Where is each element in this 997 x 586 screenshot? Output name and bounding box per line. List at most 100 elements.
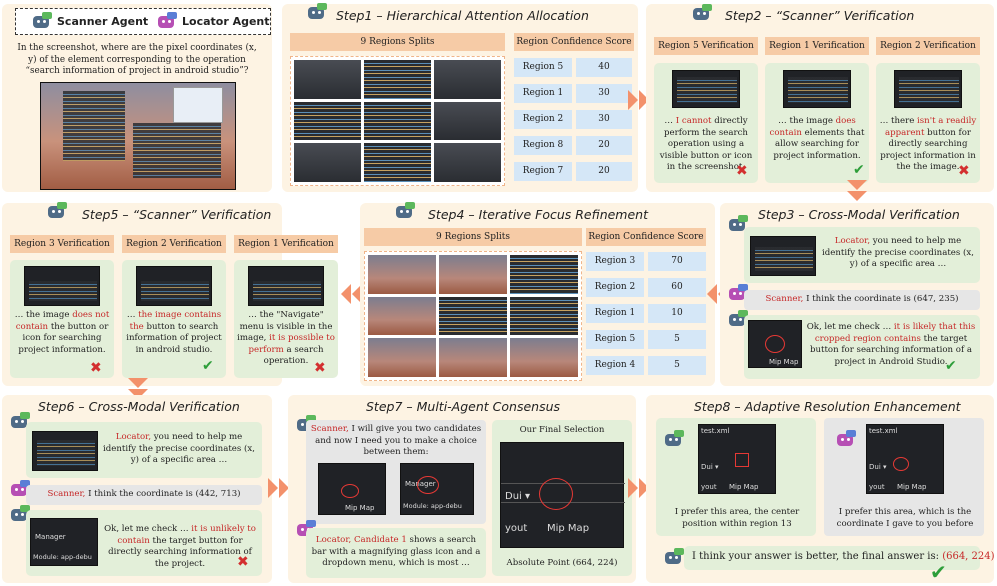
step4-region-score: 10 [648, 304, 706, 323]
step4-region-label: Region 1 [586, 304, 644, 323]
step2-title: Step2 – “Scanner” Verification [725, 8, 915, 23]
chevron-arrow-icon [268, 478, 294, 498]
step8-final-text: I think your answer is better, the final… [692, 551, 995, 562]
legend-box [15, 8, 271, 35]
step1-region-grid [290, 56, 505, 186]
step7-title: Step7 – Multi-Agent Consensus [366, 399, 561, 414]
chevron-arrow-icon [628, 90, 654, 110]
step8-left-image: test.xml Dui ▾ Mip Map yout [698, 424, 776, 494]
step4-score-header: Region Confidence Score [586, 228, 706, 246]
check-icon: ✔ [930, 560, 947, 584]
step1-region-label: Region 8 [514, 136, 572, 155]
scanner-robot-icon [662, 548, 684, 568]
locator-robot-icon [155, 12, 177, 32]
scanner-robot-icon [690, 4, 712, 24]
step2-verification-header: Region 5 Verification [654, 37, 758, 55]
step6-message-1: Locator, you need to help me identify th… [103, 432, 255, 465]
step4-region-score: 70 [648, 252, 706, 271]
step7-final-image: yout Dui ▾ Mip Map [500, 442, 625, 548]
scanner-robot-icon [30, 12, 52, 32]
step1-region-score: 30 [576, 84, 632, 103]
step3-zoom-image: Mip Map [748, 320, 802, 368]
step1-score-header: Region Confidence Score [514, 33, 634, 51]
step3-message-2: Scanner, I think the coordinate is (647,… [765, 294, 959, 304]
step4-region-label: Region 4 [586, 356, 644, 375]
question-screenshot [40, 82, 236, 190]
step5-verification-text: … the "Navigate" menu is visible in the … [237, 310, 335, 366]
step2-verification-header: Region 1 Verification [765, 37, 869, 55]
step6-crop-image [32, 431, 98, 471]
step2-verification-text: … the image does contain elements that a… [769, 116, 865, 161]
step8-left-text: I prefer this area, the center position … [674, 507, 800, 529]
question-text: In the screenshot, where are the pixel c… [17, 43, 257, 76]
step2-region-image [672, 70, 740, 108]
scanner-robot-icon [8, 505, 30, 525]
step8-final-answer [684, 546, 980, 570]
step4-region-score: 5 [648, 356, 706, 375]
step2-verification-text: … there isn't a readily apparent button … [879, 116, 977, 172]
step7-message-2: Locator, Candidate 1 shows a search bar … [311, 535, 481, 568]
step7-message-locator [306, 528, 486, 578]
step6-message-2: Scanner, I think the coordinate is (442,… [47, 489, 241, 499]
step2-verification-text: … I cannot directly perform the search o… [659, 116, 753, 172]
step1-region-score: 20 [576, 162, 632, 181]
step4-region-label: Region 2 [586, 278, 644, 297]
step6-message-locator [26, 485, 262, 505]
step5-verification-header: Region 1 Verification [234, 235, 338, 253]
cross-icon: ✖ [90, 360, 102, 376]
scanner-robot-icon [393, 202, 415, 222]
step4-region-label: Region 5 [586, 330, 644, 349]
step8-right-text: I prefer this area, which is the coordin… [836, 507, 974, 529]
step7-final-title: Our Final Selection [519, 425, 605, 435]
chevron-arrow-icon [847, 180, 867, 206]
step1-region-score: 20 [576, 136, 632, 155]
cross-icon: ✖ [237, 554, 249, 570]
step1-region-score: 40 [576, 58, 632, 77]
step2-verification-header: Region 2 Verification [876, 37, 980, 55]
step5-region-image [248, 266, 324, 306]
cross-icon: ✖ [314, 360, 326, 376]
chevron-arrow-icon [128, 378, 148, 404]
step7-final-point: Absolute Point (664, 224) [506, 558, 618, 568]
step3-message-1: Locator, you need to help me identify th… [822, 236, 974, 269]
step6-message-3: Ok, let me check … it is unlikely to con… [104, 524, 256, 569]
scanner-robot-icon [8, 412, 30, 432]
step3-crop-image [750, 236, 816, 276]
legend-scanner-label: Scanner Agent [57, 15, 149, 28]
step7-candidate-2: Manager Module: app-debu [400, 463, 474, 515]
step6-zoom-image: Manager Module: app-debu [30, 518, 98, 566]
step4-region-score: 60 [648, 278, 706, 297]
step8-title: Step8 – Adaptive Resolution Enhancement [694, 399, 961, 414]
locator-robot-icon [834, 430, 856, 450]
step3-message-locator [744, 290, 980, 310]
scanner-robot-icon [662, 430, 684, 450]
step3-title: Step3 – Cross-Modal Verification [758, 207, 960, 222]
chevron-arrow-icon [336, 284, 362, 304]
step7-candidate-1: Mip Map [318, 463, 386, 515]
step6-title: Step6 – Cross-Modal Verification [38, 399, 240, 414]
scanner-robot-icon [45, 202, 67, 222]
step1-region-label: Region 1 [514, 84, 572, 103]
step4-title: Step4 – Iterative Focus Refinement [428, 207, 648, 222]
step1-splits-header: 9 Regions Splits [290, 33, 505, 51]
scanner-robot-icon [726, 215, 748, 235]
scanner-robot-icon [726, 310, 748, 330]
step3-message-3: Ok, let me check … it is likely that thi… [806, 322, 976, 367]
step7-message-1: Scanner, I will give you two candidates … [310, 424, 482, 457]
step4-region-score: 5 [648, 330, 706, 349]
step2-region-image [894, 70, 962, 108]
legend-locator-label: Locator Agent [182, 15, 270, 28]
step8-right-image: test.xml Dui ▾ Mip Map yout [866, 424, 944, 494]
step4-splits-header: 9 Regions Splits [364, 228, 582, 246]
step5-region-image [136, 266, 212, 306]
locator-robot-icon [726, 284, 748, 304]
step5-title: Step5 – “Scanner” Verification [82, 207, 272, 222]
cross-icon: ✖ [736, 163, 748, 179]
cross-icon: ✖ [958, 163, 970, 179]
check-icon: ✔ [853, 162, 865, 178]
step5-verification-header: Region 3 Verification [10, 235, 114, 253]
scanner-robot-icon [305, 3, 327, 23]
step5-verification-text: … the image does not contain the button … [14, 310, 110, 355]
step1-region-label: Region 2 [514, 110, 572, 129]
step1-region-label: Region 7 [514, 162, 572, 181]
